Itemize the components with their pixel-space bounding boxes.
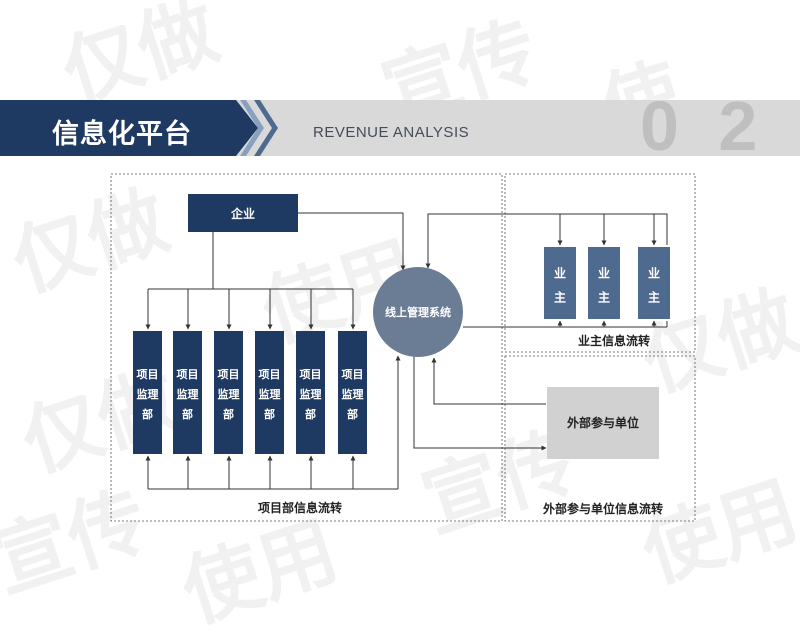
owner-node-label: 业主	[598, 266, 610, 305]
external-unit-node	[547, 387, 659, 459]
platform-label: 线上管理系统	[385, 305, 451, 319]
connector-lines	[145, 212, 668, 490]
project-region-frame	[110, 173, 503, 522]
owner-node	[544, 247, 576, 319]
title-block	[0, 100, 258, 156]
external-region-frame	[504, 355, 696, 522]
platform-node	[373, 267, 463, 357]
project-flow-caption: 项目部信息流转	[258, 500, 342, 515]
project-dept-node-label: 项目监理部	[259, 368, 281, 421]
external-flow-caption: 外部参与单位信息流转	[543, 501, 663, 516]
enterprise-node	[188, 194, 298, 232]
project-dept-node	[296, 331, 325, 454]
project-dept-node-label: 项目监理部	[137, 368, 159, 421]
project-dept-node-label: 项目监理部	[300, 368, 322, 421]
project-dept-node-label: 项目监理部	[218, 368, 240, 421]
project-dept-node	[214, 331, 243, 454]
section-number: 0 2	[640, 87, 768, 165]
owner-node-label: 业主	[648, 266, 660, 305]
external-to-platform-line	[431, 357, 546, 405]
owner-node	[638, 247, 670, 319]
project-dept-node-label: 项目监理部	[177, 368, 199, 421]
dept-bottom-arrows	[145, 455, 356, 489]
external-unit-label: 外部参与单位	[567, 415, 639, 430]
dept-top-arrows	[145, 289, 356, 330]
platform-to-external-line	[413, 356, 547, 451]
owner-node	[588, 247, 620, 319]
page-title: 信息化平台	[52, 119, 192, 150]
owner-node-label: 业主	[554, 266, 566, 305]
project-dept-node	[173, 331, 202, 454]
project-dept-node	[255, 331, 284, 454]
project-dept-node	[338, 331, 367, 454]
enterprise-to-platform-line	[298, 212, 406, 271]
owner-flow-caption: 业主信息流转	[578, 333, 650, 348]
page-subtitle: REVENUE ANALYSIS	[313, 124, 470, 141]
project-dept-node	[133, 331, 162, 454]
owner-to-platform-line	[425, 213, 668, 269]
enterprise-label: 企业	[230, 206, 255, 221]
project-dept-node-label: 项目监理部	[342, 368, 364, 421]
